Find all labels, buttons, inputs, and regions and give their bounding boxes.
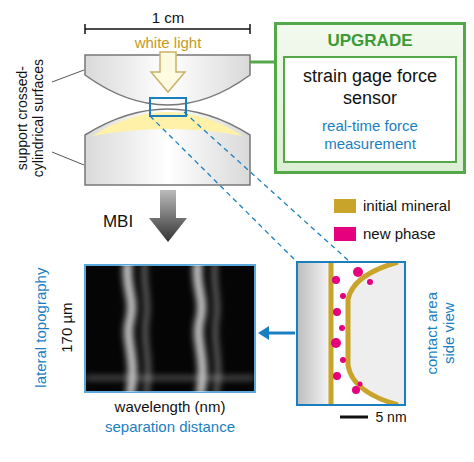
fringe bbox=[214, 265, 218, 392]
particle bbox=[333, 308, 341, 316]
box-heading: UPGRADE bbox=[283, 31, 457, 51]
dimension-tick bbox=[249, 24, 251, 34]
part-label: support crossed-cylindrical surfaces bbox=[14, 43, 46, 193]
particle bbox=[358, 382, 363, 387]
mbi-arrow bbox=[149, 190, 187, 242]
mbi-image bbox=[85, 265, 255, 392]
particle bbox=[352, 386, 360, 394]
mineral-layer bbox=[348, 262, 398, 405]
particle bbox=[331, 338, 341, 348]
new-phase bbox=[331, 267, 373, 394]
mineral-layer bbox=[329, 262, 334, 405]
side-view-ground bbox=[297, 262, 405, 405]
scale-bar bbox=[340, 416, 368, 419]
fringe bbox=[127, 265, 132, 392]
legend-item: initial mineral bbox=[334, 197, 451, 214]
axis-note: separation distance bbox=[105, 418, 235, 435]
leader-line bbox=[52, 152, 84, 165]
side-view bbox=[297, 262, 405, 405]
sensor-link bbox=[250, 61, 274, 64]
fringes bbox=[85, 265, 255, 392]
leader-line bbox=[52, 70, 84, 82]
legend-swatch bbox=[334, 227, 356, 241]
dimension-label: 1 cm bbox=[152, 9, 185, 26]
zoom-box bbox=[150, 98, 186, 116]
legend-swatch bbox=[334, 199, 356, 213]
fringe bbox=[197, 265, 202, 392]
fringe bbox=[85, 377, 255, 380]
upgrade-box: UPGRADE strain gage force sensor real-time… bbox=[274, 22, 466, 174]
dimension-label: 170 µm bbox=[58, 268, 75, 388]
arrow-head bbox=[258, 326, 269, 340]
fringe bbox=[144, 265, 148, 392]
light-label: white light bbox=[135, 34, 202, 51]
legend-text: new phase bbox=[363, 225, 436, 242]
link-arrow bbox=[266, 332, 295, 335]
legend-item: new phase bbox=[334, 225, 436, 242]
light-arrow bbox=[151, 52, 185, 92]
dimension-line bbox=[85, 28, 250, 30]
dimension-tick bbox=[84, 24, 86, 34]
lower-cylinder bbox=[85, 109, 250, 185]
particle bbox=[353, 267, 363, 277]
axis-label: wavelength (nm) bbox=[115, 398, 226, 415]
axis-note: lateral topography bbox=[32, 258, 49, 398]
box-note: real-time force measurement bbox=[291, 117, 449, 153]
particle bbox=[339, 325, 345, 331]
particle bbox=[340, 357, 346, 363]
legend-text: initial mineral bbox=[363, 197, 451, 214]
panel-label: contact area side view bbox=[423, 277, 458, 389]
particle bbox=[340, 293, 346, 299]
side-view-frame bbox=[297, 262, 405, 405]
scale-label: 5 nm bbox=[375, 409, 406, 425]
left-surface bbox=[297, 262, 330, 405]
particle bbox=[367, 279, 373, 285]
particle bbox=[333, 372, 341, 380]
inner-panel: strain gage force sensor real-time force … bbox=[283, 56, 457, 163]
box-title: strain gage force sensor bbox=[291, 66, 449, 109]
particle bbox=[332, 276, 340, 284]
method-label: MBI bbox=[103, 212, 133, 232]
